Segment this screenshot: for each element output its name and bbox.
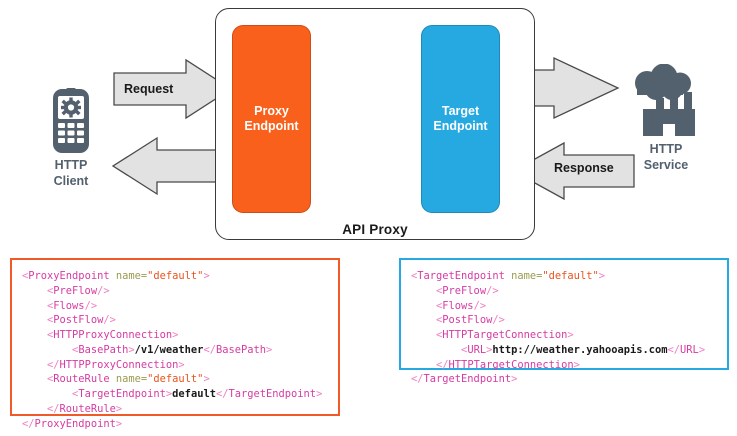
code-line: <TargetEndpoint>default</TargetEndpoint> — [22, 388, 323, 401]
proxy-endpoint-box[interactable]: Proxy Endpoint — [232, 25, 311, 213]
response-arrow — [511, 141, 635, 201]
code-line: <HTTPTargetConnection> — [411, 329, 574, 342]
target-endpoint-config-block: <TargetEndpoint name="default"> <PreFlow… — [399, 258, 729, 385]
code-line: <TargetEndpoint name="default"> — [411, 270, 605, 282]
code-line: </TargetEndpoint> — [411, 373, 518, 386]
code-line: </ProxyEndpoint> — [22, 417, 123, 430]
code-line: </RouteRule> — [22, 402, 123, 415]
architecture-diagram: HTTP Client — [48, 8, 707, 240]
http-service-icon — [625, 63, 707, 145]
code-line: <ProxyEndpoint name="default"> — [22, 270, 210, 282]
code-line: <URL>http://weather.yahooapis.com</URL> — [411, 343, 706, 356]
code-line: <PostFlow/> — [411, 314, 505, 327]
code-line: <PreFlow/> — [411, 284, 499, 297]
code-line: <Flows/> — [411, 299, 487, 312]
request-label: Request — [124, 82, 174, 96]
code-line: <PreFlow/> — [22, 284, 110, 297]
proxy-endpoint-config-block: <ProxyEndpoint name="default"> <PreFlow/… — [10, 258, 340, 430]
code-line: <HTTPProxyConnection> — [22, 329, 179, 342]
api-proxy-label: API Proxy — [342, 222, 408, 237]
code-line: </HTTPProxyConnection> — [22, 358, 185, 371]
http-client-label: HTTP Client — [53, 158, 89, 188]
code-line: <RouteRule name="default"> — [22, 373, 210, 386]
http-client-icon — [48, 88, 94, 159]
target-endpoint-box[interactable]: Target Endpoint — [421, 25, 500, 213]
code-line: </HTTPTargetConnection> — [411, 358, 580, 371]
code-line: <Flows/> — [22, 299, 98, 312]
proxy-endpoint-text: Proxy Endpoint — [244, 103, 299, 133]
request-arrow — [113, 58, 233, 120]
code-line: <BasePath>/v1/weather</BasePath> — [22, 343, 273, 356]
response-label: Response — [554, 161, 614, 175]
client-response-arrow — [111, 136, 231, 196]
http-service-label: HTTP Service — [643, 142, 689, 172]
code-line: <PostFlow/> — [22, 314, 116, 327]
target-endpoint-text: Target Endpoint — [433, 103, 488, 133]
